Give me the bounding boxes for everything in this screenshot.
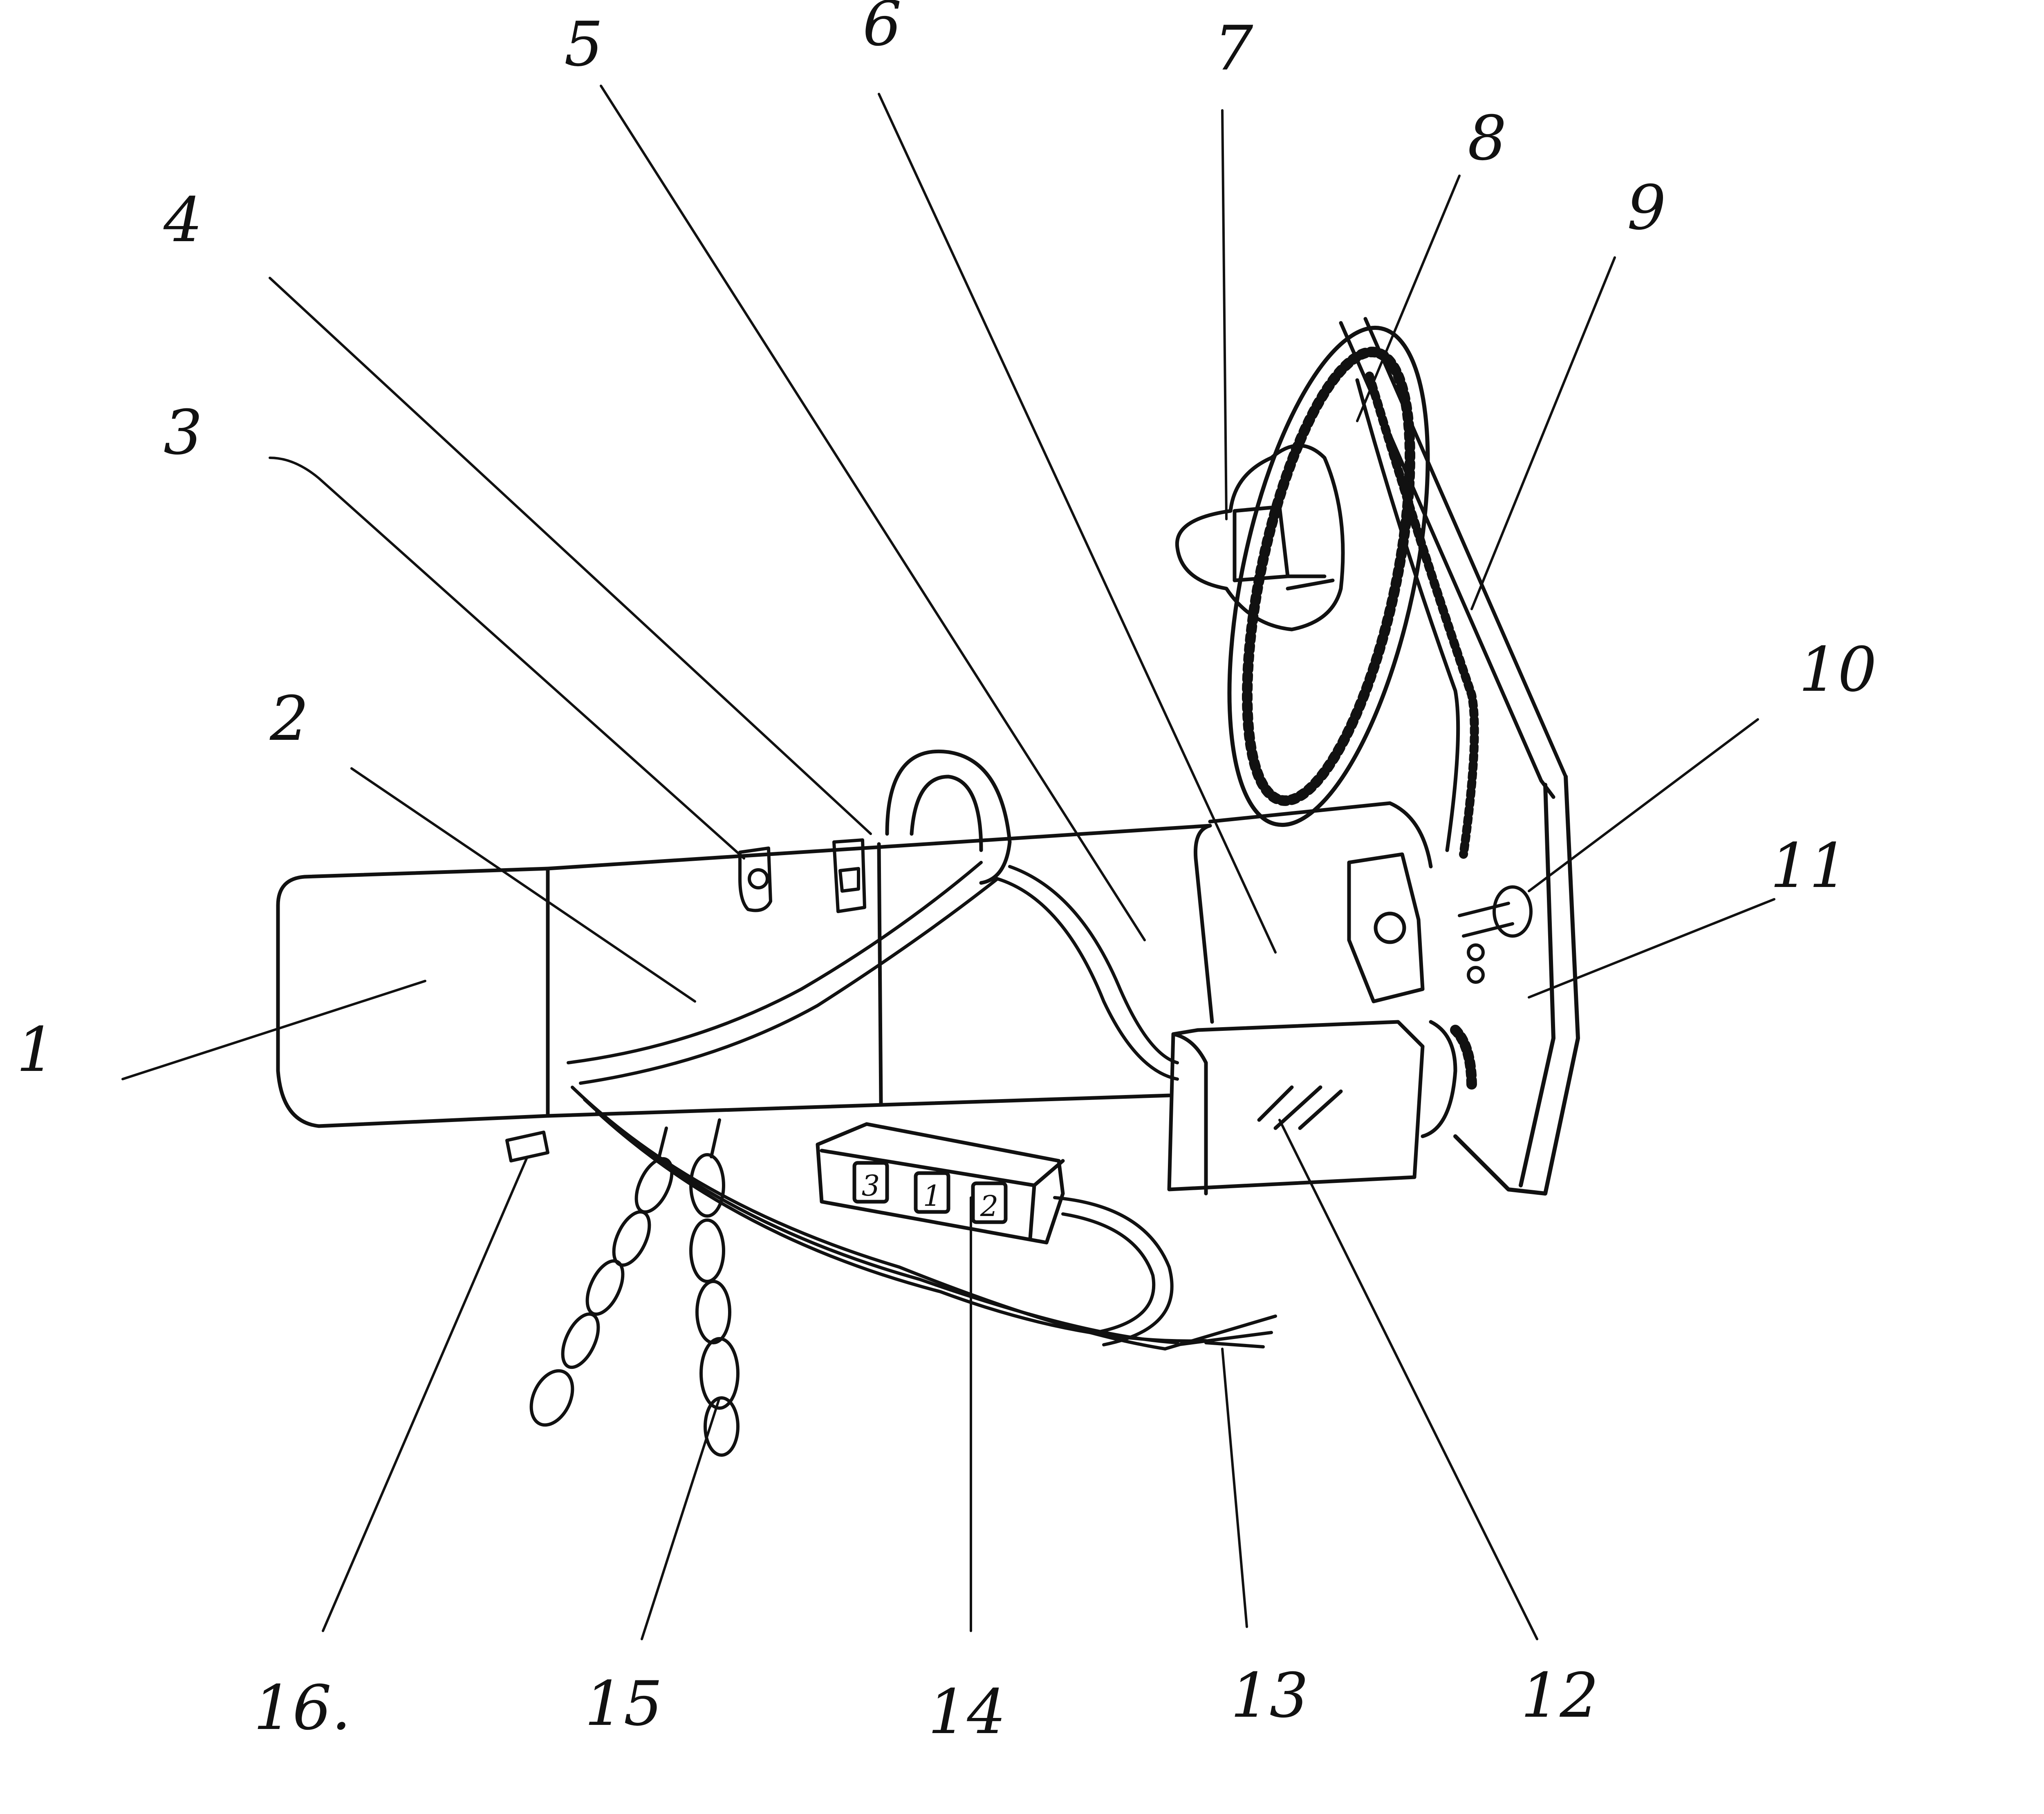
label-5: 5	[564, 9, 603, 80]
label-9: 9	[1627, 172, 1666, 244]
label-15: 15	[585, 1668, 663, 1740]
label-10: 10	[1799, 634, 1877, 705]
tube-bottom-edge	[546, 1093, 1171, 1118]
gear-wheel	[1227, 325, 1430, 827]
label-1: 1	[16, 1014, 55, 1086]
clip-4	[832, 838, 866, 913]
knob[interactable]	[1175, 443, 1345, 632]
label-8: 8	[1468, 103, 1506, 174]
label-4: 4	[163, 185, 202, 256]
end-cap	[276, 867, 550, 1128]
keypad-button-3[interactable]: 2	[980, 1189, 999, 1223]
leader-lines	[121, 85, 1775, 1640]
keypad-cable	[1053, 1196, 1174, 1346]
label-11: 11	[1770, 831, 1848, 902]
pull-chains	[529, 1118, 740, 1457]
motor-section	[1193, 824, 1214, 1024]
label-12: 12	[1521, 1660, 1599, 1731]
motor-top	[1208, 801, 1433, 869]
label-13: 13	[1230, 1660, 1309, 1731]
mounting-plate	[1453, 775, 1580, 1196]
control-box	[1167, 1020, 1425, 1196]
keypad	[816, 1122, 1065, 1245]
label-3: 3	[164, 397, 202, 468]
keypad-button-1[interactable]: 3	[862, 1169, 880, 1203]
main-housing	[276, 801, 1433, 1128]
labels: 1 2 3 4 5 6 7 8 9 10 11 12 13 14 15 16.	[16, 0, 1877, 1748]
drive-belt	[1339, 317, 1568, 1093]
label-6: 6	[863, 0, 901, 60]
handle-loop	[885, 749, 1012, 885]
label-7: 7	[1214, 13, 1253, 84]
drive-bracket	[1347, 852, 1457, 1138]
top-clips	[738, 838, 866, 913]
tube-seam-2	[877, 842, 883, 1106]
shaft-screw	[1458, 885, 1533, 984]
keypad-button-2[interactable]: 1	[923, 1179, 941, 1213]
bottom-bracket	[505, 1131, 549, 1162]
label-2: 2	[269, 683, 309, 755]
cable-bundle	[567, 861, 1277, 1350]
clip-3	[738, 847, 772, 912]
label-16: 16.	[253, 1673, 351, 1744]
label-14: 14	[928, 1677, 1006, 1748]
